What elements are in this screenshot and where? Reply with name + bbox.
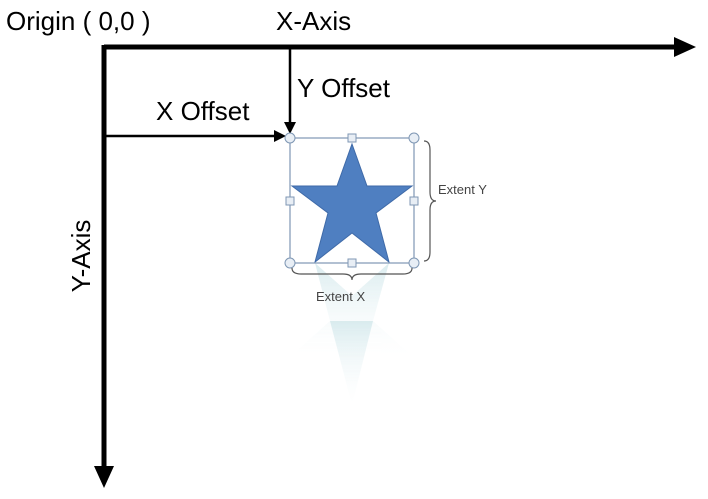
- extent-y-label: Extent Y: [438, 182, 487, 197]
- corner-handle-top-left[interactable]: [284, 132, 296, 144]
- x-axis-arrowhead: [674, 37, 696, 57]
- y-axis-label: Y-Axis: [66, 219, 96, 293]
- side-handle-top[interactable]: [347, 133, 357, 143]
- star-icon: [290, 142, 414, 264]
- extent-y-brace: [423, 140, 437, 262]
- star-reflection: [291, 263, 412, 405]
- corner-handle-top-right[interactable]: [408, 132, 420, 144]
- side-handle-left[interactable]: [285, 196, 295, 206]
- origin-label: Origin ( 0,0 ): [6, 6, 151, 36]
- corner-handle-bottom-right[interactable]: [408, 257, 420, 269]
- side-handle-right[interactable]: [409, 196, 419, 206]
- extent-x-label: Extent X: [316, 289, 366, 304]
- y-offset-label: Y Offset: [297, 73, 390, 103]
- y-offset-arrowhead: [284, 122, 296, 134]
- x-offset-arrowhead: [274, 130, 286, 142]
- corner-handle-bottom-left[interactable]: [284, 257, 296, 269]
- side-handle-bottom[interactable]: [347, 258, 357, 268]
- x-axis-label: X-Axis: [276, 6, 352, 36]
- x-offset-label: X Offset: [156, 96, 250, 126]
- y-axis-arrowhead: [94, 466, 114, 488]
- extent-x-brace: [291, 267, 413, 281]
